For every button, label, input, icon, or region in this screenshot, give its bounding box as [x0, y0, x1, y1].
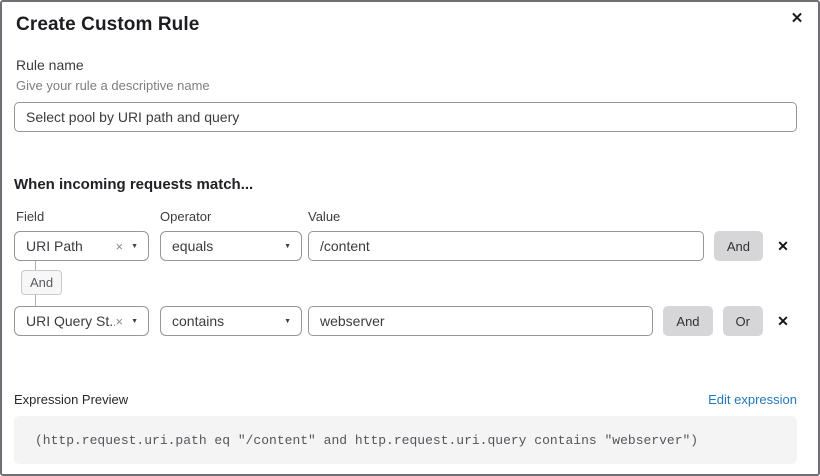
- expression-code: (http.request.uri.path eq "/content" and…: [35, 432, 699, 448]
- match-section-heading: When incoming requests match...: [14, 176, 254, 193]
- condition-connector: And: [14, 261, 797, 306]
- close-icon[interactable]: ✕: [786, 8, 808, 30]
- remove-condition-icon[interactable]: ✕: [777, 312, 789, 329]
- operator-select[interactable]: equals ▼: [160, 231, 302, 261]
- field-select[interactable]: URI Query St... × ▼: [14, 306, 149, 336]
- condition-row-2: URI Query St... × ▼ contains ▼ And Or ✕: [14, 306, 797, 336]
- field-select-value: URI Query St...: [26, 313, 116, 329]
- rule-name-input[interactable]: [14, 102, 797, 132]
- connector-line: [35, 295, 36, 306]
- chevron-down-icon: ▼: [284, 317, 291, 325]
- field-column-label: Field: [16, 209, 45, 224]
- rule-name-hint: Give your rule a descriptive name: [16, 78, 210, 93]
- rule-name-label: Rule name: [16, 57, 84, 73]
- field-select-value: URI Path: [26, 238, 83, 254]
- clear-icon[interactable]: ×: [115, 313, 124, 329]
- expression-preview-label: Expression Preview: [14, 392, 129, 407]
- field-select[interactable]: URI Path × ▼: [14, 231, 149, 261]
- operator-select-value: equals: [172, 238, 214, 254]
- connector-line: [35, 261, 36, 270]
- operator-select[interactable]: contains ▼: [160, 306, 302, 336]
- operator-column-label: Operator: [160, 209, 212, 224]
- chevron-down-icon: ▼: [284, 242, 291, 250]
- expression-code-block: (http.request.uri.path eq "/content" and…: [14, 416, 797, 464]
- value-input[interactable]: [308, 306, 654, 336]
- dialog-title: Create Custom Rule: [16, 14, 200, 35]
- clear-icon[interactable]: ×: [115, 238, 124, 254]
- value-input[interactable]: [308, 231, 704, 261]
- edit-expression-link[interactable]: Edit expression: [708, 392, 797, 407]
- and-button[interactable]: And: [713, 231, 763, 261]
- chevron-down-icon: ▼: [131, 242, 138, 250]
- expression-preview-header: Expression Preview Edit expression: [14, 392, 797, 407]
- operator-select-value: contains: [172, 313, 225, 329]
- condition-row-1: URI Path × ▼ equals ▼ And ✕: [14, 231, 797, 261]
- remove-condition-icon[interactable]: ✕: [777, 237, 789, 254]
- and-button[interactable]: And: [663, 306, 713, 336]
- connector-and-badge: And: [21, 270, 63, 295]
- chevron-down-icon: ▼: [131, 317, 138, 325]
- value-column-label: Value: [308, 209, 341, 224]
- or-button[interactable]: Or: [722, 306, 763, 336]
- condition-column-labels: Field Operator Value: [14, 209, 797, 224]
